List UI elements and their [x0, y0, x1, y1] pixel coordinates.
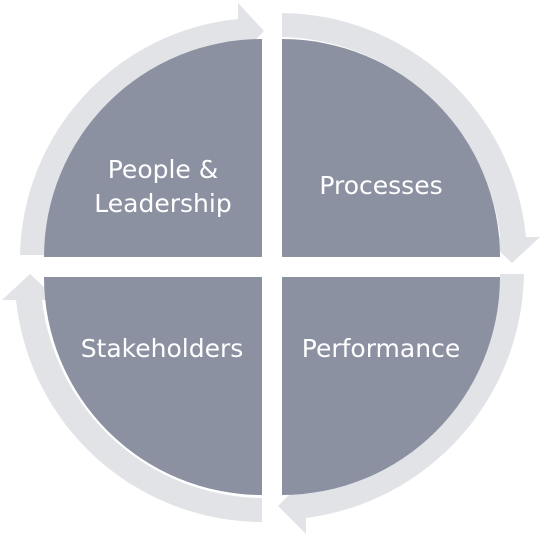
quadrant-people-leadership	[44, 39, 262, 257]
quadrant-stakeholders	[44, 277, 262, 495]
label-stakeholders: Stakeholders	[81, 334, 244, 363]
label-people-line1: People &	[108, 155, 219, 184]
label-processes: Processes	[319, 171, 442, 200]
label-people-line2: Leadership	[94, 189, 231, 218]
cycle-arrow-top	[20, 3, 264, 255]
cycle-arrow-left	[2, 274, 262, 522]
quadrant-processes	[282, 39, 500, 257]
cycle-arrow-bottom	[278, 274, 524, 534]
cycle-arrow-right	[282, 13, 540, 263]
label-performance: Performance	[302, 334, 460, 363]
quadrant-performance	[282, 277, 500, 495]
